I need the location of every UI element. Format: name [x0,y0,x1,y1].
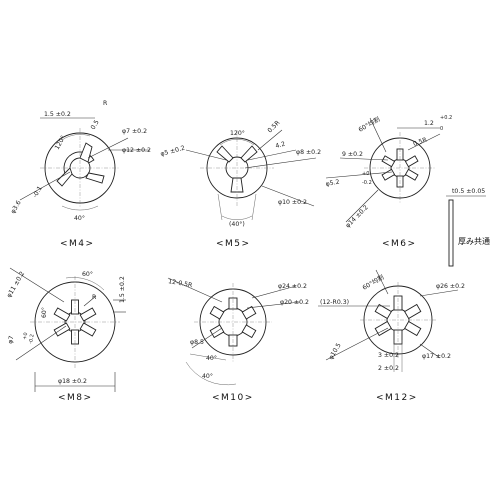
m5-dim-5: φ8 ±0.2 [296,149,321,156]
m10-dim-1: 12-0.5R [168,278,194,289]
m12-dim-7: φ17 ±0.2 [422,353,451,360]
m8-dim-7: +0 [22,332,29,340]
m5-dim-6: φ10 ±0.2 [278,199,307,206]
m6-dim-1: 60°均割 [357,115,381,134]
m8-dim-1: φ11 ±0.2 [6,270,27,299]
m12-dim-3: φ26 ±0.2 [436,283,465,290]
m10-dim-4: φ8.5 [190,339,204,346]
part-m4: 1.5 ±0.2 R 0.5 120° φ7 ±0.2 φ12 ±0.2 φ3.… [10,100,151,249]
thickness-plate [448,199,454,267]
m5-dim-3: φ5 ±0.2 [160,145,186,158]
m4-dim-9: 40° [74,214,85,222]
m8-dim-4: R [92,294,97,301]
m6-dim-6: 9 ±0.2 [342,151,363,158]
m8-dim-5: 1.5 ±0.2 [119,276,126,303]
m8-caption: <M8> [58,393,93,403]
m12-dim-5: 3 ±0.2 [378,352,399,359]
m6-dim-7: φ5.2 [325,179,340,188]
m12-inner-star [374,295,422,345]
m5-dim-4: 4.2 [275,141,286,150]
m4-caption: <M4> [60,239,95,249]
m4-dim-6: φ12 ±0.2 [122,147,151,154]
m8-dim-9: φ18 ±0.2 [58,378,87,385]
m10-caption: <M10> [212,393,254,403]
m10-dim-6: 40° [202,372,213,380]
m5-dim-7: (40°) [229,220,245,228]
m5-dim-1: 120° [230,129,245,137]
m4-dim-8: -0.1 [32,185,44,199]
part-m12: 60°均割 (12-R0.3) φ26 ±0.2 φ10.5 3 ±0.2 2 … [318,269,465,403]
m8-dim-3: 60° [40,307,48,318]
m8-dim-6: φ7 [7,335,15,344]
m12-dim-1: 60°均割 [361,273,385,292]
m4-dim-1: 1.5 ±0.2 [44,111,71,118]
m4-dim-3: 0.5 [90,119,101,131]
m10-dim-3: φ20 ±0.2 [280,299,309,306]
m6-dim-8: +0 [362,171,369,177]
m10-dim-2: φ24 ±0.2 [278,283,307,290]
m4-dim-5: φ7 ±0.2 [122,128,147,135]
m10-dim-5: 40° [206,354,217,362]
m12-dim-6: 2 ±0.2 [378,365,399,372]
m8-dim-8: -0.2 [28,334,36,345]
m5-caption: <M5> [216,239,251,249]
m6-dim-4: 0 [440,126,443,132]
m8-dim-2: 60° [82,270,93,278]
part-m8: φ11 ±0.2 60° 60° R 1.5 ±0.2 φ7 +0 -0.2 φ… [6,267,126,403]
m6-dim-9: -0.2 [362,180,372,186]
part-m10: 12-0.5R φ24 ±0.2 φ20 ±0.2 φ8.5 40° 40° <… [168,277,309,403]
m6-dim-3: +0.2 [440,115,452,121]
thickness-note: 厚み共通 [458,236,490,246]
m6-caption: <M6> [382,239,417,249]
m6-dim-10: φ14 ±0.2 [344,204,369,229]
thickness-value: t0.5 ±0.05 [452,188,485,195]
m6-dim-2: 1.2 [424,120,434,127]
m12-caption: <M12> [376,393,418,403]
m6-dim-5: 0.5R [412,136,428,148]
m4-dim-7: φ3.6 [10,199,23,215]
m12-dim-4: φ10.5 [328,342,343,361]
part-m5: 120° 0.5R φ5 ±0.2 4.2 φ8 ±0.2 φ10 ±0.2 (… [160,119,321,249]
m12-dim-2: (12-R0.3) [320,299,349,306]
thickness-detail: t0.5 ±0.05 厚み共通 [446,188,490,267]
part-m6: 60°均割 1.2 +0.2 0 0.5R 9 ±0.2 φ5.2 +0 -0.… [325,115,452,249]
m4-inner-star [56,142,105,187]
m4-dim-2: R [103,100,108,107]
